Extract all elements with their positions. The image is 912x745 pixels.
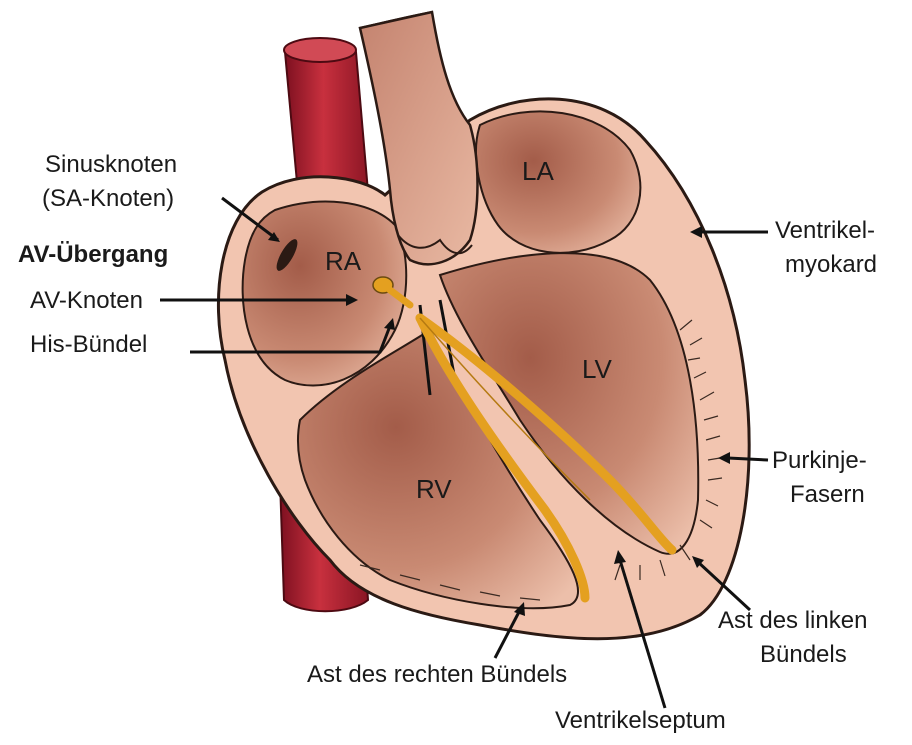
label-his-buendel: His-Bündel: [30, 331, 147, 358]
chamber-label-la: LA: [522, 156, 554, 186]
label-ventrikelseptum: Ventrikelseptum: [555, 707, 726, 734]
label-sinusknoten-2: (SA-Knoten): [42, 185, 174, 212]
label-ast-links-1: Ast des linken: [718, 607, 867, 634]
label-ast-rechts: Ast des rechten Bündels: [307, 661, 567, 688]
chamber-label-ra: RA: [325, 246, 362, 276]
chamber-label-rv: RV: [416, 474, 452, 504]
label-purkinje-1: Purkinje-: [772, 447, 867, 474]
label-ventrikelmyokard-1: Ventrikel-: [775, 217, 875, 244]
label-sinusknoten-1: Sinusknoten: [45, 151, 177, 178]
label-purkinje-2: Fasern: [790, 481, 865, 508]
label-av-knoten: AV-Knoten: [30, 287, 143, 314]
label-ast-links-2: Bündels: [760, 641, 847, 668]
chamber-label-lv: LV: [582, 354, 613, 384]
label-av-uebergang: AV-Übergang: [18, 241, 168, 268]
label-ventrikelmyokard-2: myokard: [785, 251, 877, 278]
